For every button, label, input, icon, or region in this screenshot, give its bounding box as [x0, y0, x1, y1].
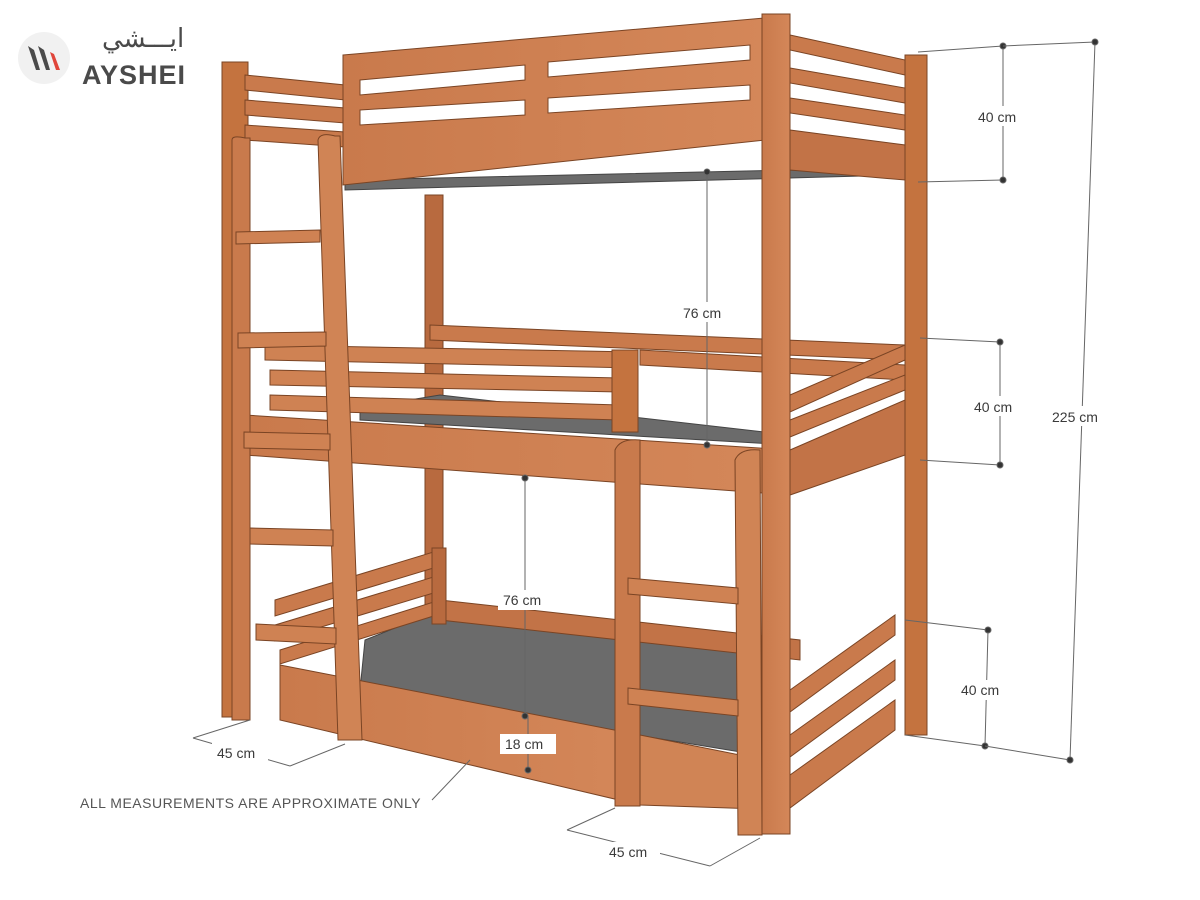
left-ladder — [231, 134, 363, 741]
front-ladder-width-label: 45 cm — [609, 844, 647, 860]
total-height-label: 225 cm — [1052, 409, 1098, 425]
top-guard-height-label: 40 cm — [978, 109, 1016, 125]
middle-clearance-label: 76 cm — [503, 592, 541, 608]
bottom-guard-height-label: 40 cm — [961, 682, 999, 698]
label-bg — [1048, 406, 1112, 426]
brand-arabic-name: ايـــشي — [102, 24, 185, 54]
approximate-note: ALL MEASUREMENTS ARE APPROXIMATE ONLY — [80, 795, 421, 811]
brand-latin-name: AYSHEI — [82, 60, 187, 90]
label-bg — [604, 842, 660, 862]
bottom-bunk — [274, 547, 896, 811]
bottom-right-guard — [789, 614, 896, 809]
ayshei-logo-icon — [18, 32, 70, 84]
label-bg — [678, 302, 736, 322]
middle-front-guard — [264, 344, 639, 433]
top-bunk — [244, 17, 906, 191]
front-right-post — [761, 13, 791, 835]
left-ladder-width-label: 45 cm — [217, 745, 255, 761]
label-bg — [968, 396, 1026, 416]
front-ladder — [614, 439, 763, 836]
middle-guard-height-label: 40 cm — [974, 399, 1012, 415]
label-bg — [212, 742, 268, 762]
label-bg — [500, 734, 556, 754]
brand-logo: ايـــشي AYSHEI — [18, 24, 218, 94]
middle-bunk — [244, 324, 906, 496]
label-bg — [498, 590, 556, 610]
middle-right-guard — [789, 344, 906, 496]
top-right-guard — [789, 34, 906, 181]
base-height-label: 18 cm — [505, 736, 543, 752]
label-bg — [956, 680, 1014, 700]
label-bg — [972, 106, 1030, 126]
top-clearance-label: 76 cm — [683, 305, 721, 321]
